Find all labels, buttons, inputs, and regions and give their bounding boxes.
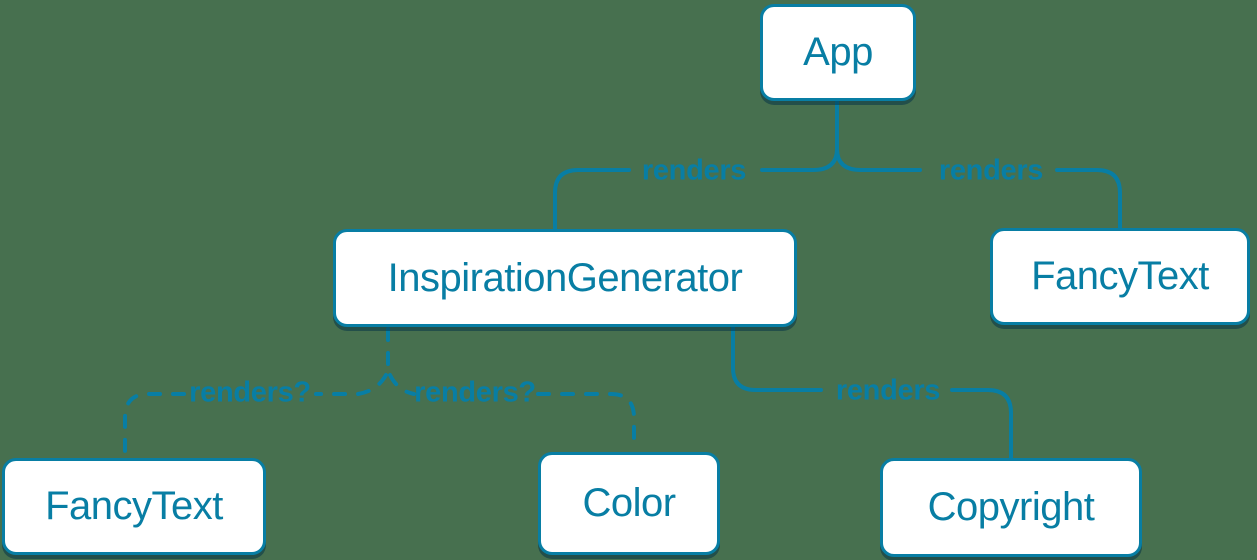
edge-inspirationgenerator-copyright-right-part — [950, 388, 1013, 460]
node-fancy-text-top-label: FancyText — [1031, 254, 1209, 298]
edge-label-inspirationgenerator-color: renders? — [414, 376, 536, 409]
edge-inspirationgenerator-fancytext-dashed-left-part — [123, 392, 186, 458]
node-inspiration-generator: InspirationGenerator — [333, 229, 797, 327]
edge-label-app-inspirationgenerator: renders — [641, 154, 747, 187]
edge-inspirationgenerator-color-dashed-left-part — [388, 373, 416, 396]
node-copyright-label: Copyright — [927, 485, 1095, 529]
node-inspiration-generator-label: InspirationGenerator — [387, 255, 743, 300]
node-copyright: Copyright — [880, 458, 1142, 557]
node-app-label: App — [803, 30, 873, 74]
node-fancy-text-top: FancyText — [990, 228, 1250, 325]
edge-app-fancytext-left-part — [835, 147, 922, 172]
edge-inspirationgenerator-color-dashed-right-part — [536, 392, 636, 452]
edge-app-inspirationgenerator-left-part — [553, 168, 631, 231]
edge-app-inspirationgenerator-right-part — [760, 100, 839, 172]
node-app: App — [760, 4, 916, 101]
edge-inspirationgenerator-fancytext-dashed-right-part — [314, 373, 388, 396]
edge-app-fancytext-right-part — [1055, 168, 1122, 230]
edge-inspirationgenerator-copyright-left-part — [731, 325, 823, 392]
node-color-label: Color — [582, 481, 676, 525]
edge-label-app-fancytext: renders — [938, 154, 1044, 187]
node-fancy-text-bottom-label: FancyText — [45, 484, 223, 528]
node-fancy-text-bottom: FancyText — [2, 458, 266, 555]
node-color: Color — [538, 452, 720, 555]
edge-label-inspirationgenerator-copyright: renders — [835, 374, 941, 407]
edge-label-inspirationgenerator-fancytext: renders? — [189, 376, 311, 409]
